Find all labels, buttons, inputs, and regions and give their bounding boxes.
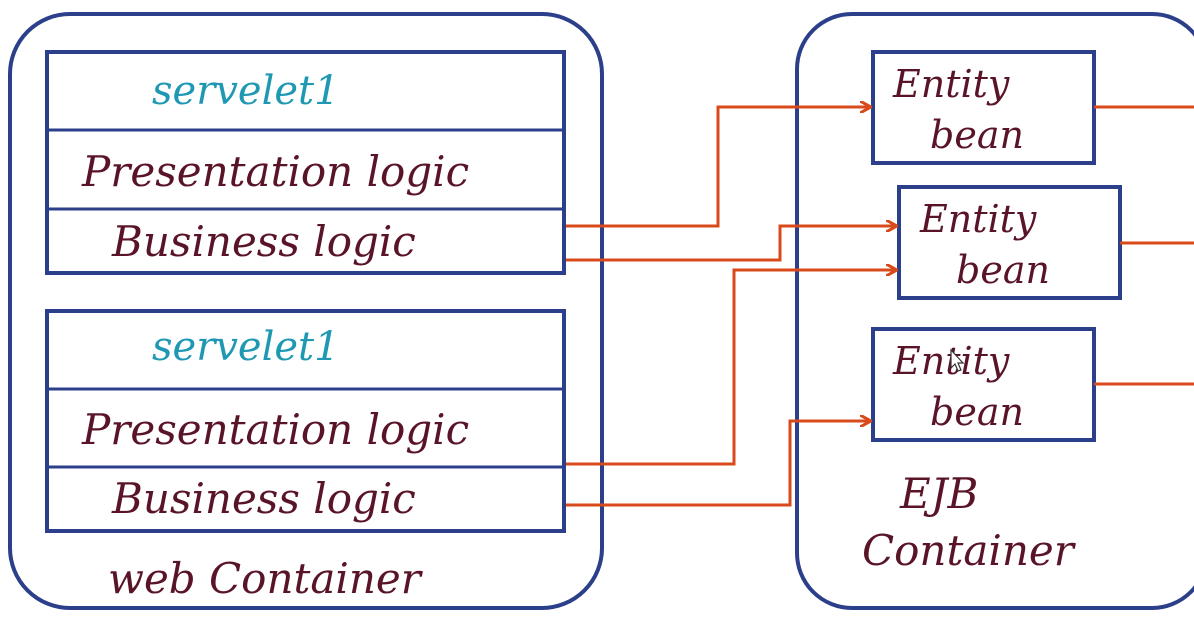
entity-bean-2: Entity bean — [897, 185, 1122, 300]
servlet-1-business-logic: Business logic — [111, 217, 416, 266]
web-container: servelet1 Presentation logic Business lo… — [8, 12, 604, 610]
servlet-2-title: servelet1 — [152, 324, 340, 370]
servlet-1-border — [45, 50, 566, 275]
outgoing-lines — [1094, 105, 1194, 386]
entity-bean-1-line2: bean — [930, 113, 1024, 157]
arrow-servlet2-to-bean3 — [566, 421, 870, 507]
entity-bean-2-line2: bean — [956, 248, 1050, 292]
servlet-1-presentation-logic: Presentation logic — [81, 147, 469, 196]
ejb-container-label-line2: Container — [862, 526, 1077, 575]
ejb-container-border — [795, 12, 1194, 610]
arrow-servlet1-to-bean1 — [566, 107, 870, 228]
entity-bean-1: Entity bean — [871, 50, 1096, 165]
web-container-border — [8, 12, 604, 610]
entity-bean-3-line2: bean — [930, 390, 1024, 434]
servlet-block-2: servelet1 Presentation logic Business lo… — [45, 309, 566, 533]
servlet-2-presentation-logic: Presentation logic — [81, 405, 469, 454]
arrow-servlet2-to-bean2 — [566, 270, 896, 466]
web-container-label: web Container — [108, 554, 424, 603]
servlet-2-business-logic: Business logic — [111, 474, 416, 523]
arrow-servlet1-to-bean2 — [566, 226, 896, 262]
servlet-block-1: servelet1 Presentation logic Business lo… — [45, 50, 566, 275]
entity-bean-2-line1: Entity — [919, 197, 1037, 241]
entity-bean-1-line1: Entity — [892, 62, 1010, 106]
servlet-1-title: servelet1 — [152, 68, 340, 114]
servlet-2-border — [45, 309, 566, 533]
mouse-pointer-icon — [950, 348, 965, 372]
connection-arrows — [566, 107, 896, 507]
ejb-container: Entity bean Entity bean Entity bean EJB … — [795, 12, 1194, 610]
ejb-container-label-line1: EJB — [899, 469, 978, 518]
entity-bean-3: Entity bean — [871, 327, 1096, 442]
